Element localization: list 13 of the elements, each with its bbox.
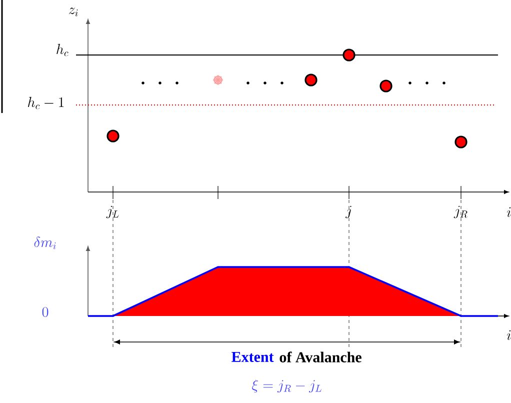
axis-label: $i$ [506, 330, 511, 340]
caption-text: Extent [232, 352, 274, 362]
tick-label: $j$ [346, 206, 352, 218]
tick-label: $j_L$ [106, 206, 119, 218]
axis-label: $i$ [506, 207, 511, 217]
formula: $\xi = j_R - j_L$ [252, 380, 322, 393]
level-label: $h_c$ [56, 44, 68, 56]
axis-label: $\delta m_i$ [34, 236, 56, 250]
tick-label: $j_R$ [454, 206, 468, 218]
level-label: $h_c - 1$ [28, 96, 64, 110]
axis-label: $0$ [42, 307, 48, 317]
axis-label: $z_i$ [68, 8, 78, 16]
caption-text: of Avalanche [280, 352, 362, 362]
